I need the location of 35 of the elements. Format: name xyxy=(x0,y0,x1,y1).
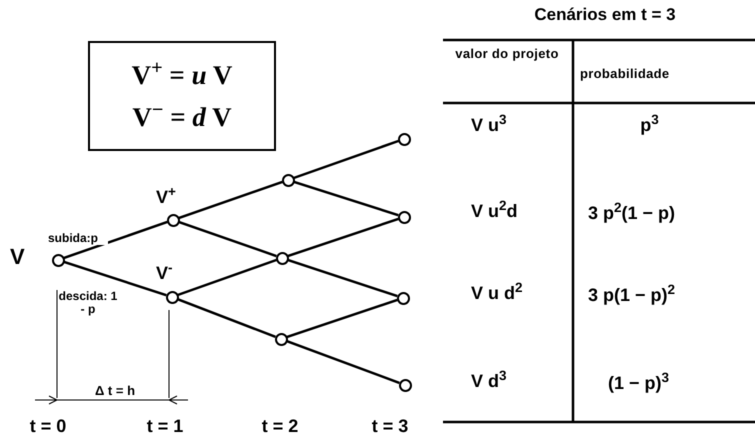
tree-branch xyxy=(177,258,277,296)
time-label: t = 0 xyxy=(28,415,68,438)
column-header: probabilidade xyxy=(579,65,670,83)
column-header: valor do projeto xyxy=(454,45,560,63)
table-cell-text: V u$^{3}$ xyxy=(470,112,508,137)
table-cell-text: (1 − p)$^{3}$ xyxy=(607,370,670,395)
time-label: t = 3 xyxy=(370,415,410,438)
table-cell-text: p$^{3}$ xyxy=(639,112,660,137)
table-cell-text: 3 p$^{2}$(1 − p) xyxy=(587,200,676,225)
table-cell-text: V u$^{2}$d xyxy=(470,198,519,223)
tree-branch xyxy=(286,298,398,338)
tree-branch xyxy=(287,218,399,258)
formula-box xyxy=(88,41,276,151)
tree-branch xyxy=(178,220,277,258)
edge-label: descida: 1 - p xyxy=(58,290,118,316)
formula: V$^{+}$ = u V xyxy=(132,56,232,92)
formula: V$^{−}$ = d V xyxy=(132,98,232,134)
tree-branch xyxy=(293,140,399,180)
node-value-label: V xyxy=(10,246,25,268)
tree-branch xyxy=(293,180,399,216)
table-cell-text: V u d$^{2}$ xyxy=(470,280,524,305)
tree-branch xyxy=(63,260,167,296)
table-title: Cenários em t = 3 xyxy=(533,4,677,26)
table-cell-text: 3 p(1 − p)$^{2}$ xyxy=(587,282,676,307)
tree-branch xyxy=(63,220,168,260)
table-cell-text: V d$^{3}$ xyxy=(470,368,508,393)
tree-branch xyxy=(177,298,276,338)
tree-branch xyxy=(287,258,398,298)
node-value-label: V$^{-}$ xyxy=(156,264,173,282)
node-value-label: V$^{+}$ xyxy=(156,188,176,206)
tree-branch xyxy=(178,180,283,220)
time-label: t = 2 xyxy=(260,415,300,438)
tree-branch xyxy=(286,340,400,384)
time-label: t = 1 xyxy=(146,415,184,438)
dimension-label: Δ t = h xyxy=(94,382,136,400)
